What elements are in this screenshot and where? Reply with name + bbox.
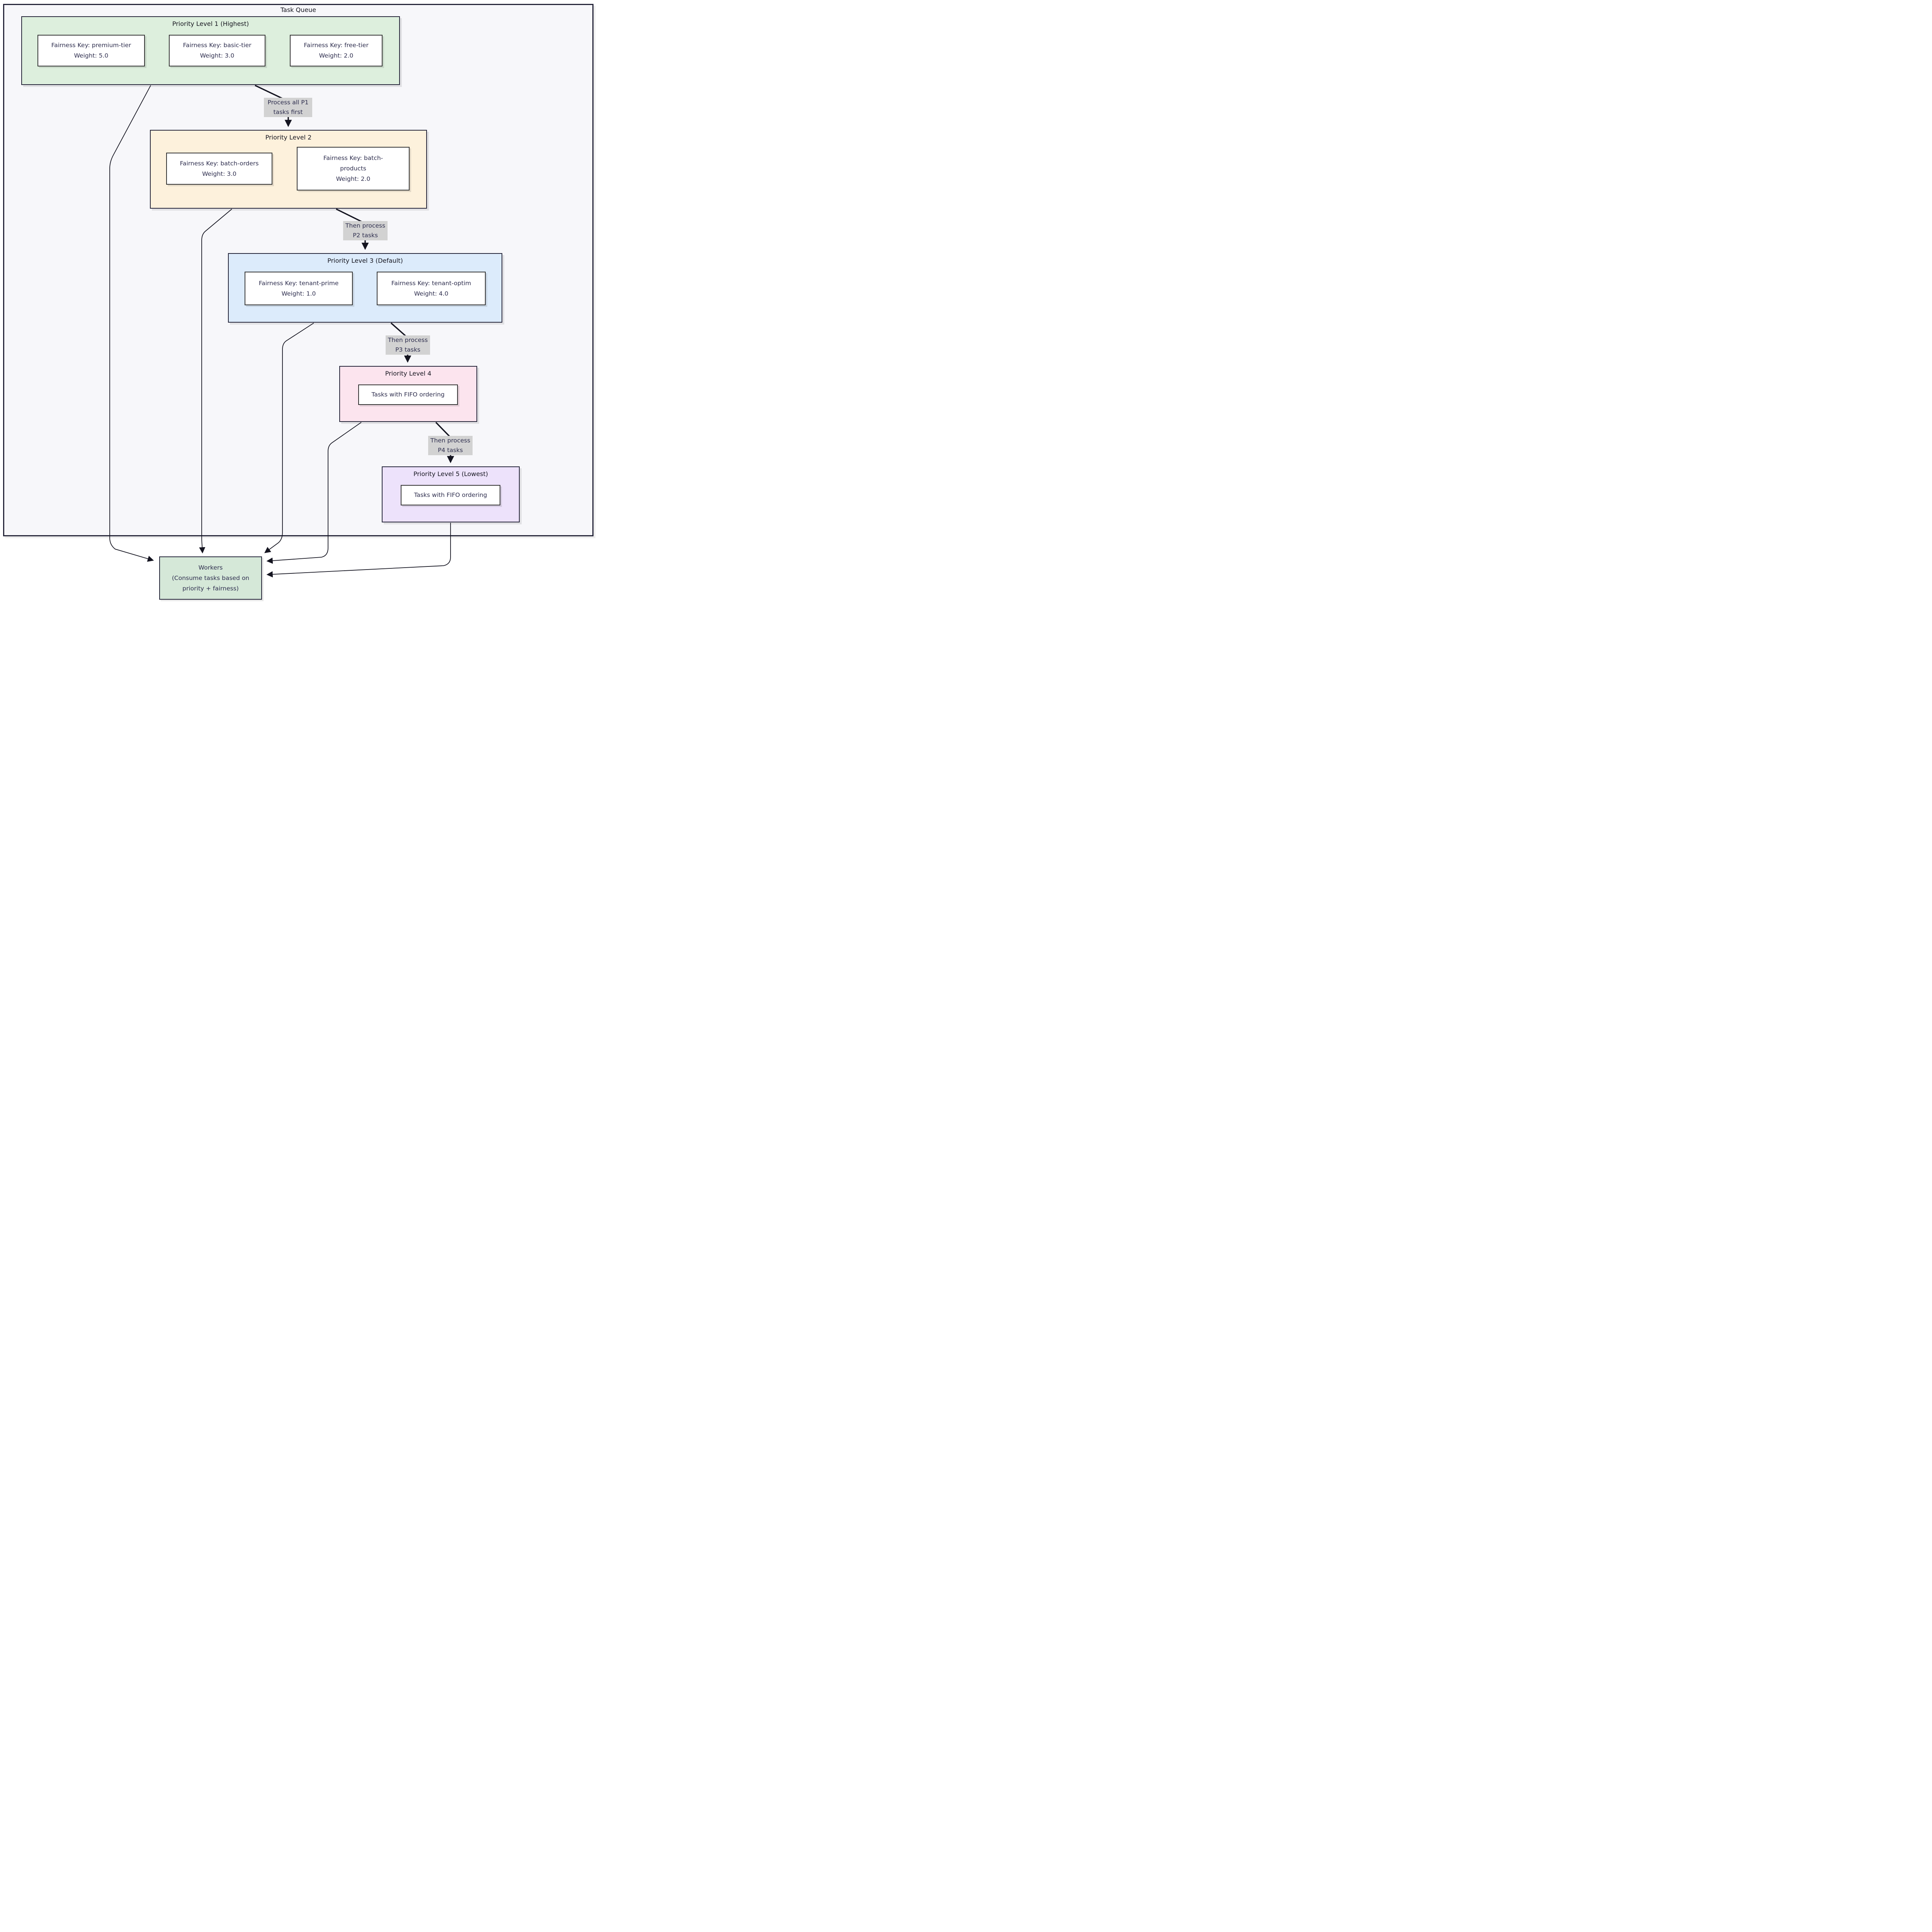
edge-label-line: Process all P1 [267,99,309,106]
cluster-priority-5-title: Priority Level 5 (Lowest) [413,470,488,478]
cluster-priority-4-title: Priority Level 4 [385,370,432,377]
edge-label-line: P3 tasks [395,346,420,353]
edge-label-process-p2: Then process P2 tasks [343,221,388,240]
edge-label-process-p3: Then process P3 tasks [386,335,430,355]
node-p4-fifo: Tasks with FIFO ordering [358,384,458,405]
cluster-priority-3-title: Priority Level 3 (Default) [327,257,403,264]
node-tenant-prime: Fairness Key: tenant-prime Weight: 1.0 [245,272,353,305]
node-text-line: Fairness Key: free-tier [304,42,369,49]
node-text-line: Fairness Key: premium-tier [51,42,131,49]
node-free-tier: Fairness Key: free-tier Weight: 2.0 [290,35,383,66]
task-queue-title: Task Queue [280,6,316,14]
edge-label-line: Then process [430,437,471,444]
node-text-line: Fairness Key: batch- [323,155,383,162]
node-premium-tier: Fairness Key: premium-tier Weight: 5.0 [37,35,145,66]
node-text-line: Weight: 3.0 [200,52,235,59]
node-text-line: Weight: 2.0 [336,175,371,182]
node-text-line: Fairness Key: tenant-optim [391,279,471,287]
node-p5-fifo: Tasks with FIFO ordering [401,485,500,505]
edge-label-line: P4 tasks [438,447,463,454]
node-text-line: Fairness Key: tenant-prime [259,279,339,287]
node-text-line: Weight: 1.0 [281,290,316,297]
edge-label-line: tasks first [273,109,303,116]
edge-label-line: Then process [345,222,386,229]
node-batch-products: Fairness Key: batch- products Weight: 2.… [297,147,410,190]
node-text-line: Weight: 2.0 [319,52,354,59]
node-batch-orders: Fairness Key: batch-orders Weight: 3.0 [166,153,272,185]
node-text-line: Tasks with FIFO ordering [414,492,487,498]
node-text-line: Weight: 3.0 [202,170,236,177]
flowchart-canvas: Task Queue Priority Level 1 (Highest) Fa… [0,0,596,601]
node-text-line: Fairness Key: batch-orders [180,160,259,167]
workers-text-line: Workers [198,564,223,571]
cluster-priority-2-title: Priority Level 2 [265,134,312,141]
cluster-priority-1-title: Priority Level 1 (Highest) [172,20,249,27]
workers-text-line: (Consume tasks based on [172,574,250,582]
edge-label-line: Then process [388,337,428,344]
edge-label-process-p1: Process all P1 tasks first [264,98,312,117]
edge-label-line: P2 tasks [353,232,378,239]
node-basic-tier: Fairness Key: basic-tier Weight: 3.0 [169,35,265,66]
node-text-line: Tasks with FIFO ordering [371,391,445,398]
edge-label-process-p4: Then process P4 tasks [428,436,473,455]
node-text-line: Fairness Key: basic-tier [183,42,252,49]
node-workers: Workers (Consume tasks based on priority… [159,556,262,600]
node-tenant-optim: Fairness Key: tenant-optim Weight: 4.0 [377,272,486,305]
node-text-line: Weight: 5.0 [74,52,109,59]
node-text-line: Weight: 4.0 [414,290,449,297]
node-text-line: products [340,165,366,172]
workers-text-line: priority + fairness) [182,585,239,592]
